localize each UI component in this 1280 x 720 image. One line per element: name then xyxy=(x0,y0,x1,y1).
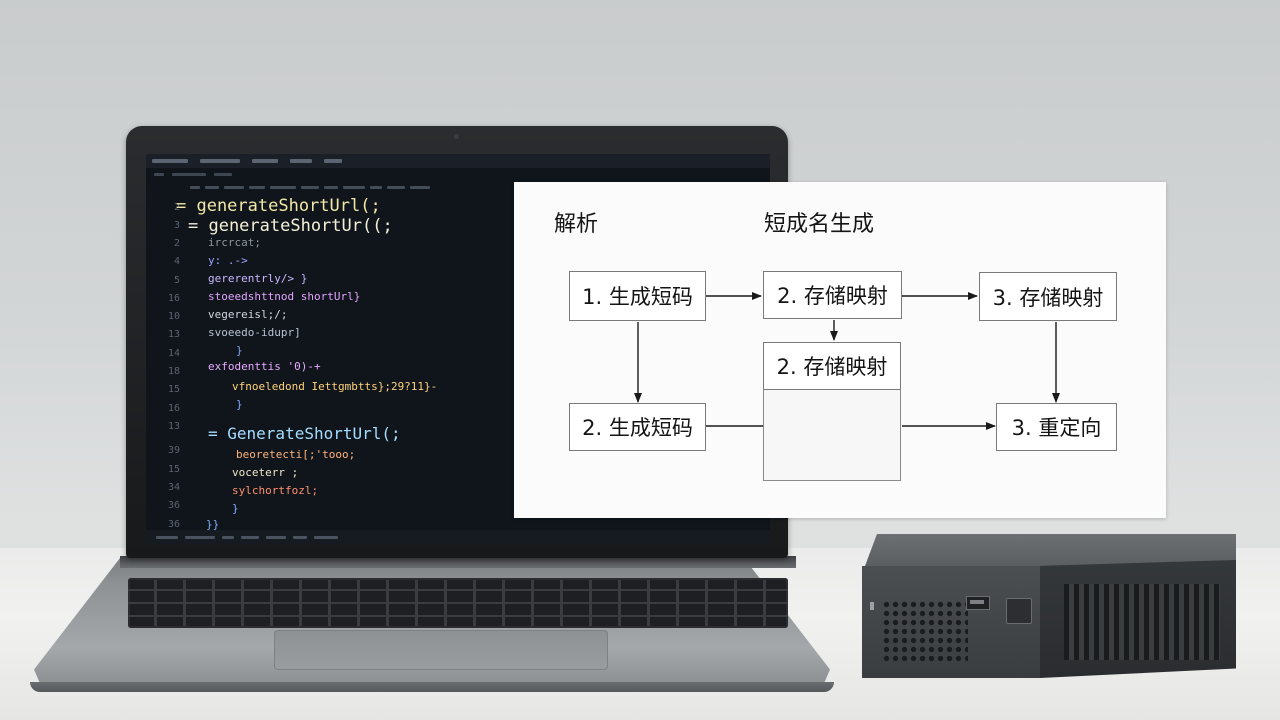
line-number: 5 xyxy=(173,275,180,286)
line-number: 2 xyxy=(173,202,180,213)
diagram-heading-left: 解析 xyxy=(554,212,599,237)
mini-pc-led xyxy=(870,602,874,610)
laptop-trackpad xyxy=(274,630,608,670)
flow-diagram-panel: 解析 短成名生成 1. 生成短码 2. 存储映射 3. 存储映射 2. 存储映射… xyxy=(514,182,1166,518)
line-number: 4 xyxy=(173,256,180,267)
diagram-box-step1-generate: 1. 生成短码 xyxy=(569,271,706,321)
editor-menubar xyxy=(146,154,770,168)
code-line: voceterr ; xyxy=(232,466,299,479)
laptop-base-edge xyxy=(30,682,834,692)
code-line: = GenerateShortUrl(; xyxy=(208,424,401,443)
line-number: 15 xyxy=(167,464,180,475)
line-number: 16 xyxy=(167,403,180,414)
mini-pc-vent-holes xyxy=(882,600,968,662)
diagram-box-generate-bottom: 2. 生成短码 xyxy=(569,403,706,451)
code-line: = generateShortUrl(; xyxy=(176,196,381,216)
line-number: 13 xyxy=(167,421,180,432)
webcam xyxy=(454,134,459,139)
line-number: 14 xyxy=(167,348,180,359)
code-line: } xyxy=(232,502,239,515)
diagram-arrows xyxy=(634,292,1060,430)
diagram-box-redirect: 3. 重定向 xyxy=(996,403,1117,451)
line-number: 34 xyxy=(167,482,180,493)
code-line: vfnoeledond Iettgmbtts};29?11}- xyxy=(232,380,438,393)
diagram-empty-box xyxy=(763,389,901,481)
line-number: 16 xyxy=(167,293,180,304)
code-line: y: .-> xyxy=(208,254,248,267)
power-button xyxy=(1006,598,1032,624)
code-line: svoeedo-idupr] xyxy=(208,326,301,339)
mini-pc-vents xyxy=(1064,584,1220,660)
code-line: beoretecti[;'tooo; xyxy=(236,448,356,461)
code-line: ircrcat; xyxy=(208,236,261,249)
laptop-hinge xyxy=(120,556,796,568)
code-line: }} xyxy=(206,518,220,531)
line-number-gutter: 232451610131418151613391534363639 xyxy=(146,198,186,544)
editor-breadcrumbs xyxy=(146,182,770,192)
code-line: } xyxy=(236,398,243,411)
code-line: stoeedshttnod shortUrl} xyxy=(208,290,361,303)
line-number: 36 xyxy=(167,519,180,530)
diagram-heading-right: 短成名生成 xyxy=(764,212,875,237)
code-line: = generateShortUr((; xyxy=(188,216,393,236)
code-line: exfodenttis '0)-+ xyxy=(208,360,321,373)
line-number: 3 xyxy=(173,220,180,231)
diagram-box-store-mid: 2. 存储映射 xyxy=(763,342,901,390)
editor-tabbar xyxy=(146,168,770,180)
usb-port-tab xyxy=(970,600,984,604)
code-line: sylchortfozl; xyxy=(232,484,319,497)
line-number: 10 xyxy=(167,311,180,322)
line-number: 13 xyxy=(167,329,180,340)
editor-statusbar xyxy=(146,530,770,544)
line-number: 15 xyxy=(167,384,180,395)
line-number: 2 xyxy=(173,238,180,249)
diagram-box-step3-store: 3. 存储映射 xyxy=(979,272,1117,321)
line-number: 36 xyxy=(167,500,180,511)
code-line: gererentrly/> } xyxy=(208,272,308,285)
laptop-keyboard-rows xyxy=(128,578,788,628)
line-number: 18 xyxy=(167,366,180,377)
code-line: vegereisl;/; xyxy=(208,308,288,321)
diagram-box-step2-store: 2. 存储映射 xyxy=(763,271,902,319)
line-number: 39 xyxy=(167,445,180,456)
code-line: } xyxy=(236,344,243,357)
